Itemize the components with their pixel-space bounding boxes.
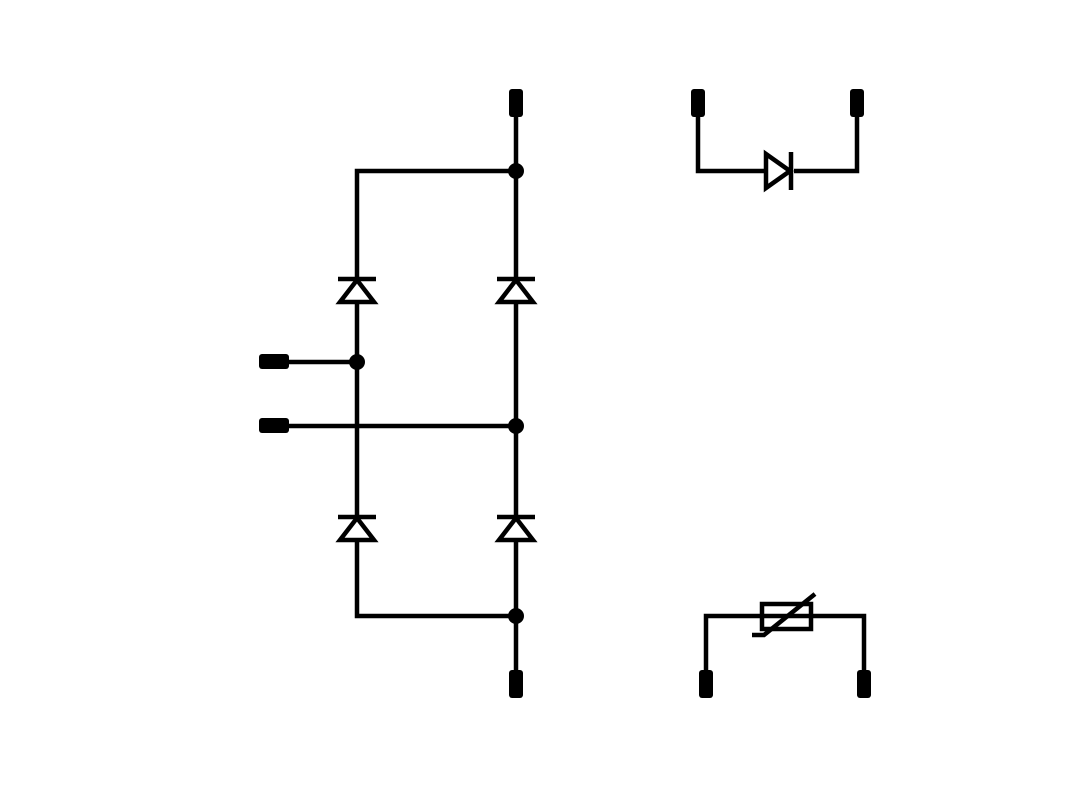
varistor-wire <box>703 613 867 684</box>
junction-dot <box>508 163 524 179</box>
varistor-symbol <box>752 592 817 638</box>
bridge-rectifier <box>259 89 538 698</box>
diode-symbol <box>763 149 794 193</box>
top-loop-wire <box>354 168 516 278</box>
terminal-pin[interactable] <box>691 89 705 117</box>
bottom-loop-wire <box>354 540 516 619</box>
terminal-pin[interactable] <box>259 354 289 369</box>
diode-upper-left <box>335 276 379 305</box>
series-diode <box>691 89 864 193</box>
terminal-pin[interactable] <box>509 670 523 698</box>
terminal-pin[interactable] <box>509 89 523 117</box>
terminal-pin[interactable] <box>850 89 864 117</box>
diode-lower-left <box>335 514 379 543</box>
junction-dot <box>349 354 365 370</box>
diode-upper-right <box>494 276 538 305</box>
varistor <box>699 592 871 698</box>
bridge-junctions <box>349 163 524 624</box>
bridge-terminals <box>259 89 523 698</box>
junction-dot <box>508 608 524 624</box>
terminal-pin[interactable] <box>857 670 871 698</box>
terminal-pin[interactable] <box>259 418 289 433</box>
junction-dot <box>508 418 524 434</box>
diode-lower-right <box>494 514 538 543</box>
terminal-pin[interactable] <box>699 670 713 698</box>
bridge-wires <box>272 104 519 684</box>
